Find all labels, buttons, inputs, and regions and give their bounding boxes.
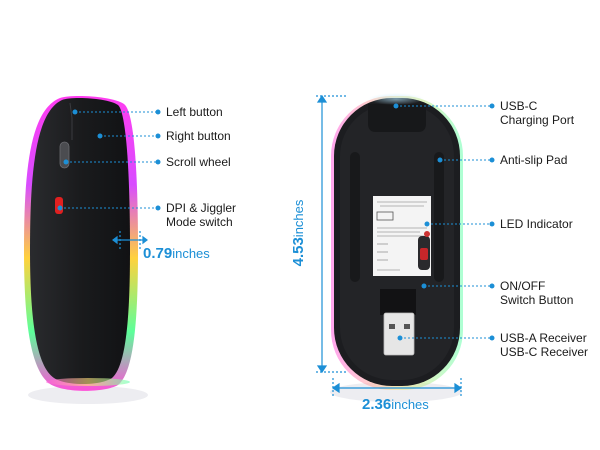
callout-onoff-line1: ON/OFF	[500, 279, 546, 293]
right-callout-dots	[393, 103, 495, 341]
callout-dot	[489, 335, 495, 341]
callout-dot	[393, 103, 399, 109]
side-width-unit: inches	[172, 246, 210, 261]
onoff-switch	[420, 248, 428, 260]
callout-dot	[397, 335, 403, 341]
callout-left-button: Left button	[166, 105, 223, 119]
callout-dot	[489, 221, 495, 227]
bottom-width-label: 2.36inches	[362, 396, 429, 414]
side-view-mouse	[24, 96, 148, 404]
callout-right-button: Right button	[166, 129, 231, 143]
callout-led: LED Indicator	[500, 217, 573, 231]
callout-dot	[63, 159, 69, 165]
callout-dot	[489, 103, 495, 109]
side-width-dimension	[112, 231, 148, 250]
scroll-wheel	[59, 141, 70, 169]
bottom-view-mouse	[330, 93, 463, 402]
height-unit: inches	[291, 199, 306, 238]
callout-scroll-wheel: Scroll wheel	[166, 155, 231, 169]
usbc-port-area	[368, 104, 426, 132]
callout-dot	[155, 159, 161, 165]
label-qr-icon	[376, 211, 394, 221]
top-glow	[368, 93, 424, 105]
label-print	[377, 201, 427, 271]
callout-usbc-line1: USB-C	[500, 99, 538, 113]
height-dimension	[316, 94, 348, 374]
anti-slip-pad-left	[350, 152, 360, 282]
callout-dot	[489, 283, 495, 289]
height-label: 4.53inches	[290, 188, 308, 278]
side-mouse-body	[30, 97, 130, 384]
side-width-label: 0.79inches	[143, 245, 210, 263]
callout-onoff-line2: Switch Button	[500, 293, 574, 307]
bottom-width-dimension	[331, 378, 463, 396]
callout-receiver-line2: USB-C Receiver	[500, 345, 589, 359]
callout-dot	[72, 109, 78, 115]
callout-dpi-line1: DPI & Jiggler	[166, 201, 237, 215]
led-indicator	[424, 231, 430, 237]
anti-slip-pad-right	[434, 152, 444, 282]
callout-dot	[155, 205, 161, 211]
usb-receiver	[383, 312, 415, 356]
mouse-shadow	[330, 382, 462, 402]
callout-dot	[489, 157, 495, 163]
height-value: 4.53	[290, 237, 307, 267]
callout-usbc-line2: Charging Port	[500, 113, 575, 127]
usb-contact	[389, 324, 395, 329]
right-callout-lines	[396, 105, 492, 339]
left-callout-dots	[57, 109, 161, 211]
bottom-width-unit: inches	[391, 397, 429, 412]
button-seam	[69, 102, 73, 140]
dpi-button	[55, 197, 63, 214]
callout-dot	[57, 205, 63, 211]
left-callout-lines	[60, 111, 158, 209]
usb-contact	[404, 324, 410, 329]
side-width-value: 0.79	[143, 245, 173, 262]
callout-dot	[155, 133, 161, 139]
callout-dot	[155, 109, 161, 115]
callout-dot	[421, 283, 427, 289]
mouse-shadow	[28, 386, 148, 404]
callout-anti-slip: Anti-slip Pad	[500, 153, 568, 167]
callout-dot	[97, 133, 103, 139]
receiver-slot	[380, 289, 416, 315]
callout-dot	[437, 157, 443, 163]
bottom-width-value: 2.36	[362, 396, 392, 413]
callout-dot	[424, 221, 430, 227]
callout-dpi-line2: Mode switch	[166, 215, 233, 229]
callout-receiver-line1: USB-A Receiver	[500, 331, 587, 345]
side-base-glow	[46, 378, 130, 386]
